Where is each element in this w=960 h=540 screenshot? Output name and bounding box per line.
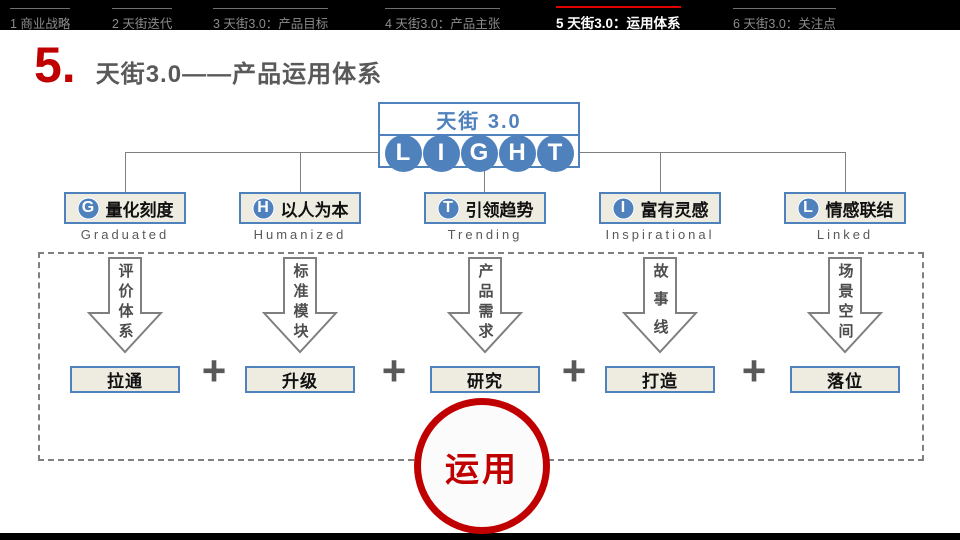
plus-sign: + [561, 347, 587, 394]
nav-tab-business-strategy[interactable]: 1 商业战略 [10, 8, 71, 32]
connector-line [300, 152, 301, 192]
letter-circle-h: H [498, 134, 536, 172]
plus-sign: + [741, 347, 767, 394]
branch-letter-icon: L [796, 196, 820, 220]
branch-english-linked: Linked [816, 227, 874, 242]
connector-line [125, 152, 378, 153]
branch-letter-icon: T [436, 196, 460, 220]
branch-label: 以人为本 [280, 200, 349, 220]
title-number: 5. [34, 37, 76, 93]
down-arrow-evaluation-system: 评价体系 [87, 257, 163, 354]
branch-node-linked: L 情感联结 [784, 192, 906, 224]
down-arrow-story-line: 故事线 [622, 257, 698, 354]
light-acronym: L I G H T [380, 134, 578, 172]
letter-circle-l: L [384, 134, 422, 172]
branch-node-humanized: H 以人为本 [239, 192, 361, 224]
flow-box-shengji: 升级 [245, 366, 355, 393]
branch-label: 引领趋势 [465, 200, 534, 220]
plus-sign: + [381, 347, 407, 394]
branch-letter-icon: H [251, 196, 275, 220]
arrow-label: 场景空间 [836, 263, 854, 343]
flow-box-yanjiu: 研究 [430, 366, 540, 393]
root-node-tianjie-3-0: 天街 3.0 L I G H T [378, 102, 580, 172]
section-nav-bar: 1 商业战略 2 天街迭代 3 天街3.0：产品目标 4 天街3.0：产品主张 … [0, 0, 960, 32]
flow-box-dazao: 打造 [605, 366, 715, 393]
down-arrow-scene-space: 场景空间 [807, 257, 883, 354]
down-arrow-icon [807, 257, 883, 354]
arrow-label: 故事线 [651, 263, 669, 347]
arrow-label: 评价体系 [116, 263, 134, 343]
title-text: 天街3.0——产品运用体系 [95, 61, 383, 88]
down-arrow-standard-module: 标准模块 [262, 257, 338, 354]
connector-line [125, 152, 126, 192]
branch-english-trending: Trending [447, 227, 523, 242]
root-node-title: 天街 3.0 [380, 104, 578, 136]
application-badge-label: 运用 [445, 450, 519, 489]
application-badge-circle: 运用 [414, 398, 550, 534]
branch-label: 富有灵感 [640, 200, 709, 220]
connector-line [580, 152, 845, 153]
nav-tab-application-system-active[interactable]: 5 天街3.0：运用体系 [556, 6, 681, 32]
arrow-label: 标准模块 [291, 263, 309, 343]
arrow-label: 产品需求 [476, 263, 494, 343]
branch-english-graduated: Graduated [80, 227, 170, 242]
page-title: 5. 天街3.0——产品运用体系 [34, 40, 382, 90]
branch-label: 量化刻度 [105, 200, 174, 220]
branch-node-inspirational: I 富有灵感 [599, 192, 721, 224]
connector-line [660, 152, 661, 192]
down-arrow-icon [87, 257, 163, 354]
branch-letter-icon: I [611, 196, 635, 220]
flow-box-latong: 拉通 [70, 366, 180, 393]
nav-tab-product-proposition[interactable]: 4 天街3.0：产品主张 [385, 8, 501, 32]
branch-english-inspirational: Inspirational [605, 227, 715, 242]
nav-tab-focus-points[interactable]: 6 天街3.0：关注点 [733, 8, 836, 32]
branch-node-graduated: G 量化刻度 [64, 192, 186, 224]
bottom-bar [0, 533, 960, 540]
letter-circle-t: T [536, 134, 574, 172]
branch-english-humanized: Humanized [253, 227, 347, 242]
plus-sign: + [201, 347, 227, 394]
flow-box-luowei: 落位 [790, 366, 900, 393]
down-arrow-icon [262, 257, 338, 354]
branch-letter-icon: G [76, 196, 100, 220]
letter-circle-g: G [460, 134, 498, 172]
branch-node-trending: T 引领趋势 [424, 192, 546, 224]
down-arrow-icon [447, 257, 523, 354]
down-arrow-icon [622, 257, 698, 354]
connector-line [845, 152, 846, 192]
nav-tab-product-goal[interactable]: 3 天街3.0：产品目标 [213, 8, 329, 32]
branch-label: 情感联结 [825, 200, 894, 220]
down-arrow-product-demand: 产品需求 [447, 257, 523, 354]
connector-line [484, 168, 485, 192]
letter-circle-i: I [422, 134, 460, 172]
nav-tab-tianjie-iteration[interactable]: 2 天街迭代 [112, 8, 173, 32]
